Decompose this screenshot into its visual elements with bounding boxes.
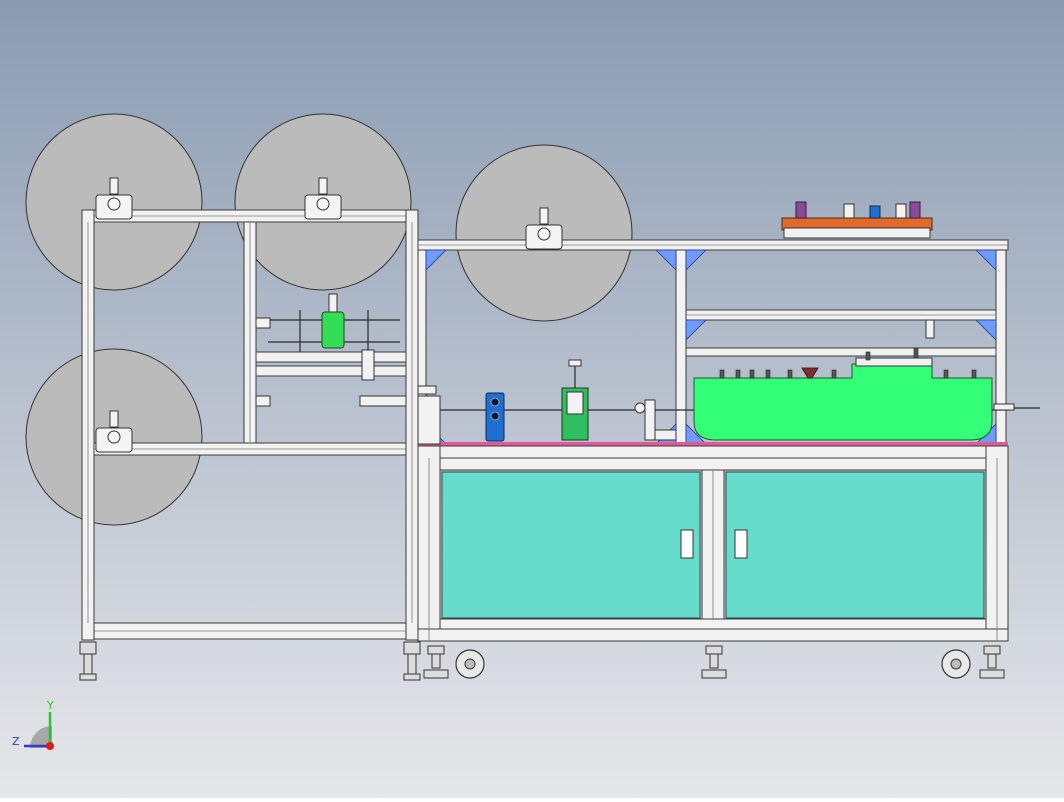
infeed-guide[interactable] (417, 395, 441, 445)
x-axis-dot (46, 742, 54, 750)
bracket-3 (95, 410, 133, 453)
outfeed-tab[interactable] (993, 403, 1015, 411)
bracket-2 (304, 177, 342, 220)
bracket-4 (525, 207, 563, 250)
conveyor-pins (719, 347, 977, 379)
worktop-strip (418, 442, 1008, 446)
ear-loop-unit[interactable] (561, 359, 589, 441)
bracket-1 (95, 177, 133, 220)
cup-fitting (801, 367, 819, 379)
roll-brackets (95, 177, 563, 453)
control-knob-bottom[interactable] (490, 411, 500, 421)
view-triad[interactable]: Y Z (12, 699, 54, 750)
door-handle-left[interactable] (680, 529, 694, 559)
y-axis-label: Y (46, 699, 54, 712)
leveling-feet (79, 641, 1005, 681)
tension-spool[interactable] (321, 311, 345, 349)
fixture-clamp-right[interactable] (909, 201, 921, 219)
caster-wheels (455, 649, 971, 679)
sensor-bracket (925, 319, 935, 339)
cabinet-door-left[interactable] (441, 471, 701, 619)
cabinet-door-right[interactable] (725, 471, 985, 619)
cabinet (417, 445, 1009, 642)
z-axis-label: Z (12, 735, 20, 748)
control-box[interactable] (485, 392, 505, 442)
fixture-clamp-left[interactable] (795, 201, 807, 219)
cabinet-doors (441, 471, 985, 619)
tension-roller-assembly (255, 293, 407, 407)
door-handle-right[interactable] (734, 529, 748, 559)
top-fixture[interactable] (781, 201, 933, 239)
conveyor-top-plate (855, 357, 933, 367)
nip-roller[interactable] (634, 399, 677, 441)
control-knob-top[interactable] (490, 397, 500, 407)
main-upper-frame (417, 239, 1009, 445)
